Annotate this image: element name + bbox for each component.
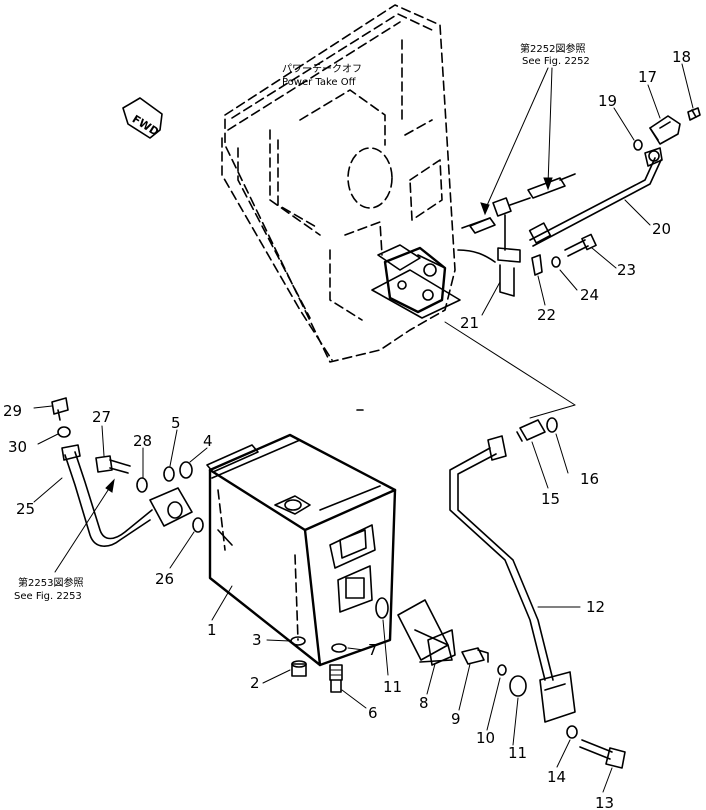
callout-7: 7: [368, 641, 378, 659]
callout-23: 23: [617, 261, 636, 279]
callout-5: 5: [171, 414, 181, 432]
callout-21: 21: [460, 314, 479, 332]
part-24-washer: [551, 256, 561, 268]
callout-11b: 11: [508, 744, 527, 762]
part-12-pipe: [449, 435, 576, 723]
part-8-flange: [397, 599, 456, 666]
callout-1: 1: [207, 621, 217, 639]
ref-2253-leader: [54, 478, 115, 573]
callout-20: 20: [652, 220, 671, 238]
part-22-clip: [531, 254, 543, 276]
pto-mount-flange: [371, 244, 576, 419]
callout-11a: 11: [383, 678, 402, 696]
part-20-tube: [528, 147, 663, 247]
part-1-case: [206, 433, 397, 667]
part-18-plug: [687, 107, 701, 121]
part-2-plug: [291, 660, 307, 677]
callout-28: 28: [133, 432, 152, 450]
callout-18: 18: [672, 48, 691, 66]
part-9-fitting: [461, 647, 489, 665]
pto-fitting-assembly: [457, 173, 576, 297]
callout-25: 25: [16, 500, 35, 518]
part-4-nut: [179, 461, 193, 479]
fwd-arrow-icon: FWD: [122, 97, 163, 139]
callout-8: 8: [419, 694, 429, 712]
callout-14: 14: [547, 768, 566, 786]
callout-16: 16: [580, 470, 599, 488]
part-19-o-ring: [633, 139, 643, 151]
part-29-fitting: [51, 397, 69, 421]
part-28-washer: [136, 477, 148, 493]
callout-30: 30: [8, 438, 27, 456]
callout-15: 15: [541, 490, 560, 508]
ref-2253-jp: 第2253図参照: [18, 576, 83, 589]
part-6-bolt: [329, 664, 343, 693]
callout-13: 13: [595, 794, 614, 810]
callout-4: 4: [203, 432, 213, 450]
callout-9: 9: [451, 710, 461, 728]
part-14-washer: [566, 725, 578, 739]
part-17-fitting: [649, 115, 681, 145]
callout-17: 17: [638, 68, 657, 86]
part-7-washer: [331, 643, 347, 653]
part-11-o-ring-a: [375, 597, 389, 619]
callout-2: 2: [250, 674, 260, 692]
part-5-washer: [163, 466, 175, 482]
part-30-o-ring: [57, 426, 71, 438]
leader-lines: [33, 63, 694, 793]
part-10-o-ring: [497, 664, 507, 676]
ref-2252-jp: 第2252図参照: [520, 42, 585, 55]
ref-2252-leaders: [480, 67, 553, 216]
callout-3: 3: [252, 631, 262, 649]
pto-housing: [221, 4, 456, 363]
callout-26: 26: [155, 570, 174, 588]
part-13-bolt: [579, 739, 626, 769]
part-27-bolt: [95, 455, 131, 474]
part-16-o-ring: [546, 417, 558, 433]
ref-2252-en: See Fig. 2252: [522, 56, 590, 67]
pto-label-jp: パワーテークオフ: [282, 63, 362, 75]
callout-19: 19: [598, 92, 617, 110]
part-23-bolt: [564, 233, 597, 257]
callout-10: 10: [476, 729, 495, 747]
left-flange-block: [149, 487, 193, 527]
callout-22: 22: [537, 306, 556, 324]
part-15-elbow: [516, 419, 546, 442]
callout-12: 12: [586, 598, 605, 616]
part-3-washer: [290, 636, 306, 646]
callout-27: 27: [92, 408, 111, 426]
callout-29: 29: [3, 402, 22, 420]
callout-24: 24: [580, 286, 599, 304]
callout-numbers: 1 2 3 4 5 6 7 8 9 10 11 11 12 13 14 15 1…: [3, 48, 691, 810]
part-26-o-ring: [192, 517, 204, 533]
pto-label-en: Power Take Off: [282, 77, 357, 88]
part-25-tube: [61, 444, 153, 547]
part-11-o-ring-b: [509, 675, 527, 697]
ref-2253-en: See Fig. 2253: [14, 591, 82, 602]
callout-6: 6: [368, 704, 378, 722]
